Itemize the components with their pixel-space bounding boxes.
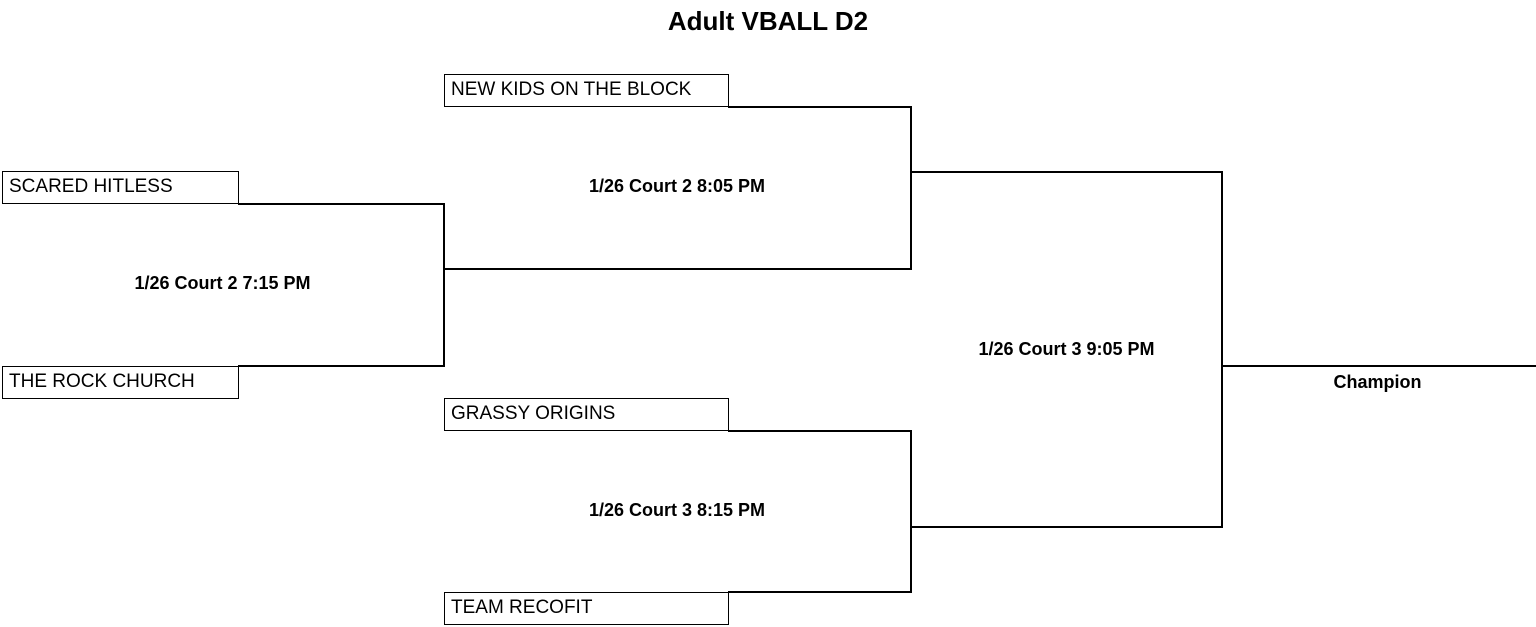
bracket-line [1221, 365, 1536, 367]
game-info-semifinal-top: 1/26 Court 2 8:05 PM [588, 176, 766, 196]
bracket-line [443, 268, 912, 270]
game-info-round1: 1/26 Court 2 7:15 PM [134, 273, 311, 293]
bracket-line [728, 591, 912, 593]
game-info-final: 1/26 Court 3 9:05 PM [978, 339, 1155, 359]
game-info-semifinal-bottom: 1/26 Court 3 8:15 PM [588, 500, 766, 520]
bracket-line [910, 430, 912, 593]
bracket-line [910, 171, 1223, 173]
bracket-line [1221, 171, 1223, 528]
bracket-title: Adult VBALL D2 [667, 6, 869, 36]
bracket-line [728, 106, 912, 108]
bracket-line [238, 203, 445, 205]
team-slot-team-recofit: TEAM RECOFIT [444, 592, 729, 625]
bracket-line [910, 526, 1223, 528]
team-slot-new-kids-on-the-block: NEW KIDS ON THE BLOCK [444, 74, 729, 107]
team-slot-grassy-origins: GRASSY ORIGINS [444, 398, 729, 431]
bracket-line [728, 430, 912, 432]
bracket-line [910, 106, 912, 270]
team-slot-scared-hitless: SCARED HITLESS [2, 171, 239, 204]
champion-label: Champion [1333, 372, 1422, 392]
team-slot-the-rock-church: THE ROCK CHURCH [2, 366, 239, 399]
bracket-line [238, 365, 445, 367]
bracket-line [443, 203, 445, 367]
